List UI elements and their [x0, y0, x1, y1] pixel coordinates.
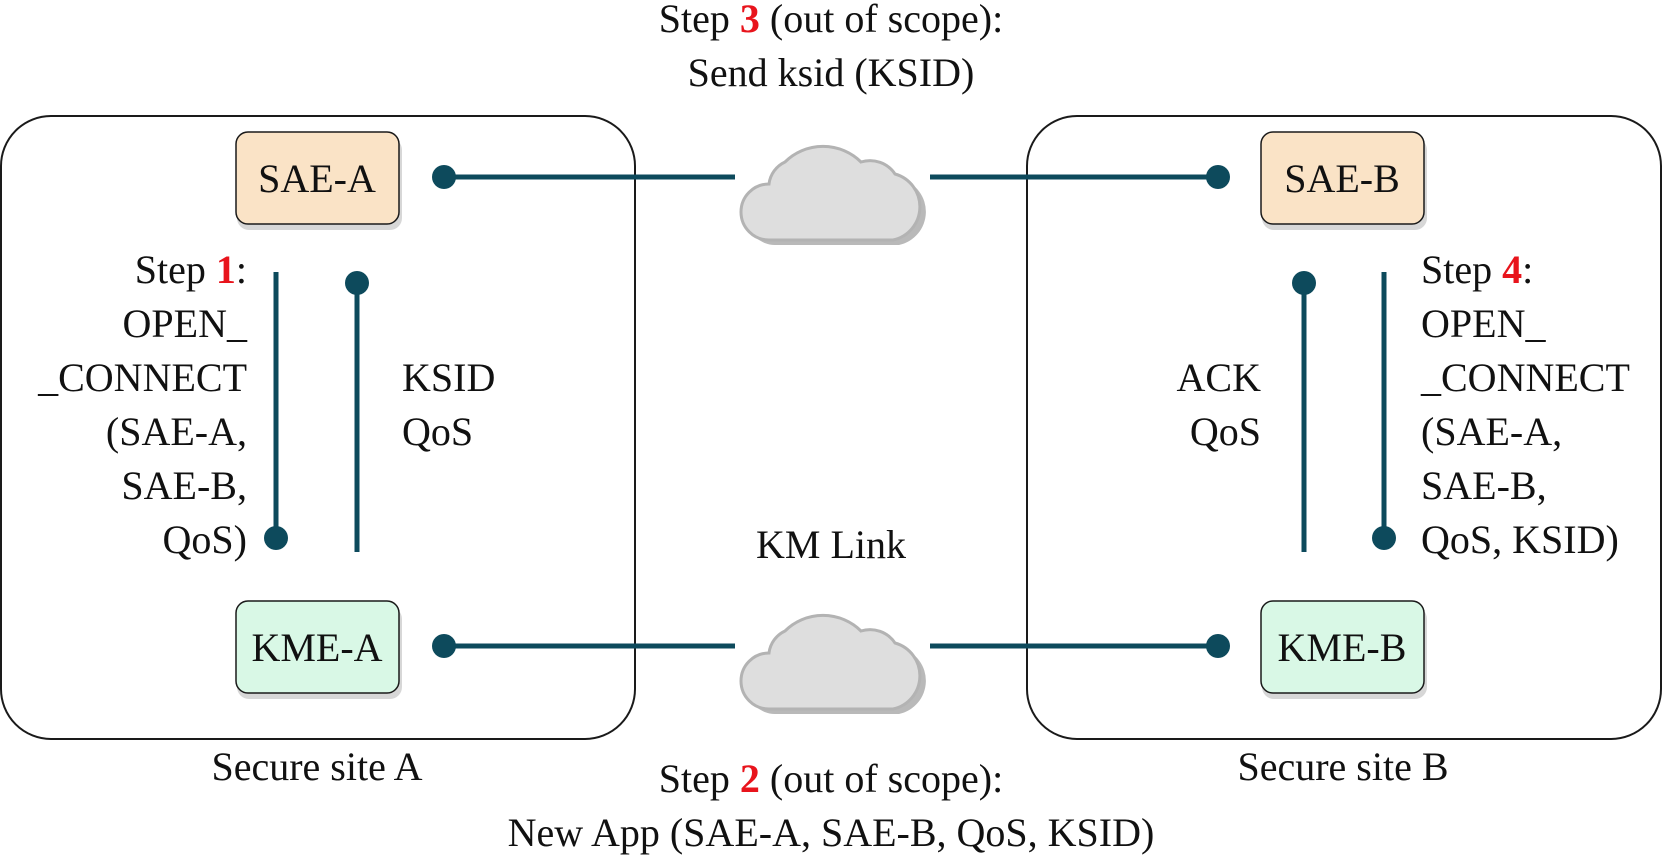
- step3-message: Send ksid (KSID): [688, 50, 975, 95]
- step1-request-dot: [264, 526, 288, 550]
- response-b-line-1: ACK: [1177, 355, 1262, 400]
- sae-a-node: SAE-A: [235, 131, 402, 230]
- connector-dot-sae-a: [432, 165, 456, 189]
- cloud-icon-top: [739, 144, 926, 245]
- connector-dot-sae-b: [1206, 165, 1230, 189]
- step3-heading: Step 3 (out of scope):: [659, 0, 1003, 41]
- step1-line-4: SAE-B,: [121, 463, 247, 508]
- step1-line-3: (SAE-A,: [106, 409, 247, 454]
- step4-request-dot: [1372, 526, 1396, 550]
- secure-site-b-box: [1026, 115, 1662, 740]
- cloud-icon-bottom: [739, 613, 926, 714]
- response-a-line-2: QoS: [402, 409, 473, 454]
- response-b-dot: [1292, 271, 1316, 295]
- sae-b-label: SAE-B: [1284, 156, 1400, 201]
- secure-site-a-label: Secure site A: [211, 744, 422, 789]
- response-a-dot: [345, 271, 369, 295]
- step4-line-1: OPEN_: [1421, 301, 1546, 346]
- kme-a-label: KME-A: [251, 625, 382, 670]
- step4-heading: Step 4:: [1421, 247, 1533, 292]
- secure-site-a-box: [0, 115, 636, 740]
- step2-heading: Step 2 (out of scope):: [659, 756, 1003, 801]
- sae-a-label: SAE-A: [258, 156, 376, 201]
- kme-b-label: KME-B: [1278, 625, 1407, 670]
- step4-line-4: SAE-B,: [1421, 463, 1547, 508]
- step4-line-2: _CONNECT: [1420, 355, 1630, 400]
- connector-dot-kme-b: [1206, 634, 1230, 658]
- response-a-line-1: KSID: [402, 355, 495, 400]
- sae-b-node: SAE-B: [1260, 131, 1427, 230]
- step1-heading: Step 1:: [135, 247, 247, 292]
- kme-b-node: KME-B: [1260, 600, 1427, 699]
- step1-line-2: _CONNECT: [37, 355, 247, 400]
- kme-a-node: KME-A: [235, 600, 402, 699]
- step4-line-5: QoS, KSID): [1421, 517, 1619, 562]
- step1-line-5: QoS): [163, 517, 247, 562]
- km-link-label: KM Link: [756, 522, 906, 567]
- response-b-line-2: QoS: [1190, 409, 1261, 454]
- step4-line-3: (SAE-A,: [1421, 409, 1562, 454]
- connector-dot-kme-a: [432, 634, 456, 658]
- secure-site-b-label: Secure site B: [1237, 744, 1448, 789]
- step1-line-1: OPEN_: [123, 301, 248, 346]
- step2-message: New App (SAE-A, SAE-B, QoS, KSID): [508, 810, 1155, 855]
